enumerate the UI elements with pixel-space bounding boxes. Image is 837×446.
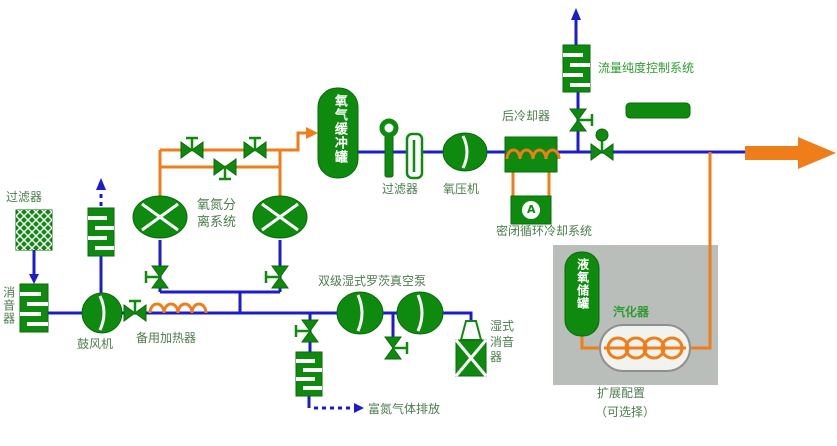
valve-vent-icon [294, 319, 319, 343]
label-pump-letter: A [527, 203, 536, 216]
label-filter-mid: 过滤器 [382, 182, 419, 196]
adsorber-tank-right-icon [252, 195, 308, 239]
oxygen-compressor-icon [442, 132, 488, 172]
silencer-top-icon [562, 44, 591, 93]
label-vaporizer: 汽化器 [613, 305, 650, 319]
label-lox-tank: 液氧储罐 [575, 258, 590, 310]
label-buffer-tank: 氧气缓冲罐 [331, 94, 347, 164]
aftercooler-icon [504, 136, 561, 173]
inlet-filter-icon [15, 209, 53, 251]
pipes-blue [29, 8, 745, 413]
silencer-blower-icon [87, 207, 115, 257]
wet-silencer-icon [454, 320, 488, 377]
adsorber-tank-left-icon [132, 195, 188, 239]
vacuum-pump1-icon [336, 291, 384, 335]
label-flow-purity: 流量纯度控制系统 [598, 61, 695, 75]
drain-cylinder-icon [405, 132, 424, 180]
label-aftercooler: 后冷却器 [502, 109, 551, 123]
label-backup-heater: 备用加热器 [136, 331, 197, 345]
label-wet-silencer: 湿式消音器 [490, 319, 515, 365]
vaporizer-icon [599, 324, 691, 372]
valve-top-left-icon [180, 136, 204, 159]
label-filter-left: 过滤器 [6, 190, 43, 204]
valve-vent-top-icon [569, 108, 594, 132]
valve-equalize-icon [213, 158, 237, 181]
flow-purity-control-icon [625, 102, 691, 119]
silencer-vacuum-icon [295, 351, 323, 397]
blower-icon [81, 292, 123, 334]
valve-tank-right-icon [264, 265, 289, 289]
filter-mid-icon [379, 118, 399, 178]
valve-blower-outlet-icon [123, 299, 147, 322]
valve-tank-left-icon [144, 265, 169, 289]
label-vacuum-pump: 双级湿式罗茨真空泵 [318, 274, 427, 288]
valve-top-right-icon [243, 136, 267, 159]
label-optional: （可选择） [595, 405, 656, 419]
label-nitrogen-discharge: 富氮气体排放 [368, 402, 441, 416]
label-silencer-left: 消音器 [1, 286, 16, 325]
silencer-left-icon [19, 283, 49, 333]
label-expansion: 扩展配置 [597, 386, 646, 400]
label-cooling-system: 密闭循环冷却系统 [496, 224, 593, 238]
vacuum-pump2-icon [396, 291, 444, 335]
valve-pump-drain-icon [384, 336, 409, 360]
product-flow-arrow [745, 137, 836, 169]
lox-tank-icon [564, 251, 600, 337]
backup-heater-icon [148, 302, 208, 314]
label-blower: 鼓风机 [77, 337, 114, 351]
oxygen-buffer-tank-icon [317, 87, 359, 179]
label-separation-system: 氧氮分离系统 [197, 198, 237, 230]
label-oxygen-compressor: 氧压机 [443, 182, 480, 196]
valve-product-globe-icon [590, 128, 614, 161]
cooling-pump-icon [510, 195, 552, 225]
